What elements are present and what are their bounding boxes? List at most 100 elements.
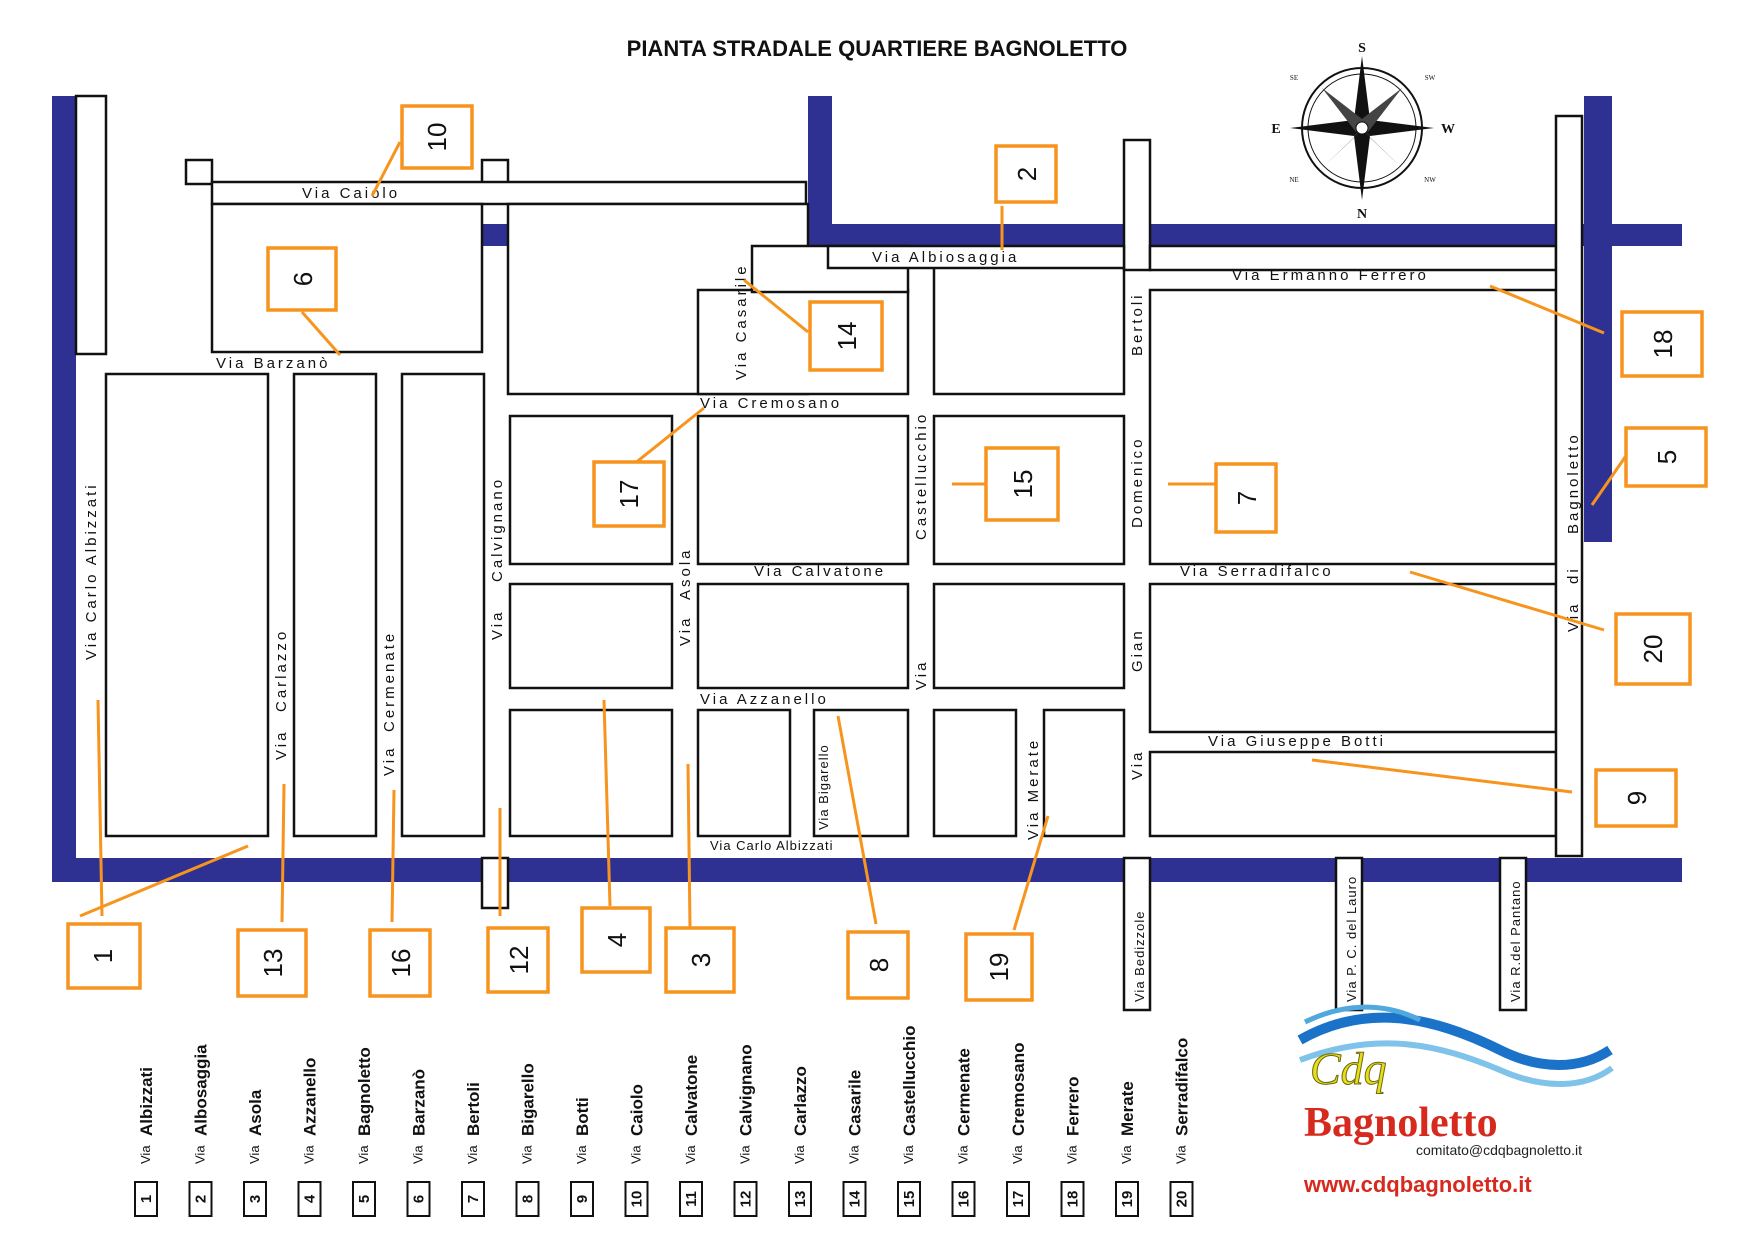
street-label-albizzati-v: Via Carlo Albizzati <box>83 482 100 660</box>
callout-box-16 <box>368 928 432 998</box>
street-label-bigarello: Via Bigarello <box>816 744 831 830</box>
legend-number: 14 <box>847 1190 864 1207</box>
callout-box-3 <box>664 926 736 994</box>
legend-number-box <box>679 1181 703 1217</box>
legend-number-box <box>733 1181 758 1217</box>
callout-numbers: 1 2 3 4 5 6 7 8 9 10 12 13 14 15 16 17 1… <box>88 123 1682 982</box>
block <box>696 582 910 690</box>
legend-street-name: Azzanello <box>301 1058 320 1136</box>
legend-via: Via <box>1065 1145 1080 1164</box>
compass-label-se: SE <box>1290 74 1298 82</box>
callout-box-9 <box>1594 768 1678 828</box>
legend-street-name: Carlazzo <box>791 1066 810 1136</box>
street-label-asola: Asola <box>677 547 694 600</box>
street-label-via-cermenate: Via <box>381 746 398 776</box>
compass-label-w: W <box>1441 122 1455 137</box>
legend-street-name: Albosaggia <box>192 1044 211 1136</box>
legend-street-name: Casarile <box>846 1070 865 1136</box>
legend-via: Via <box>956 1145 971 1164</box>
street-label-bertoli: Bertoli <box>1129 292 1146 356</box>
street-labels: Via Caiolo Via Albiosaggia Via Ermanno F… <box>83 185 1582 853</box>
street-label-calvatone: Via Calvatone <box>754 563 886 580</box>
callout-box-6 <box>266 246 338 312</box>
block <box>812 708 910 838</box>
legend-number: 12 <box>738 1191 755 1208</box>
legend-via: Via <box>847 1145 862 1164</box>
callout-box-5 <box>1624 426 1708 488</box>
street-legend: 1ViaAlbizzati2ViaAlbosaggia3ViaAsola4Via… <box>134 1025 1194 1217</box>
legend-street-name: Merate <box>1118 1081 1137 1136</box>
cdq-logo: Cdq Bagnoletto comitato@cdqbagnoletto.it… <box>1297 1004 1614 1197</box>
legend-via: Via <box>901 1145 916 1164</box>
street-label-castellucchio: Castellucchio <box>913 412 930 540</box>
callout-number: 20 <box>1638 635 1668 664</box>
street-label-domenico: Domenico <box>1129 436 1146 528</box>
callout-number: 18 <box>1648 330 1678 359</box>
legend-number-box <box>570 1181 594 1217</box>
legend-street-name: Botti <box>573 1097 592 1136</box>
logo-url: www.cdqbagnoletto.it <box>1303 1172 1532 1197</box>
logo-wave <box>1297 1012 1613 1070</box>
block <box>696 708 792 838</box>
callout-box-12 <box>486 926 550 994</box>
canal-mid-vertical <box>808 96 832 246</box>
legend-via: Via <box>465 1145 480 1164</box>
logo-wave <box>1298 1040 1614 1087</box>
street-label-pantano: Via R.del Pantano <box>1508 880 1523 1002</box>
legend-number-box <box>1169 1181 1194 1217</box>
block <box>1148 582 1558 734</box>
legend-number: 16 <box>956 1191 973 1208</box>
street-label-azzanello: Via Azzanello <box>700 691 829 708</box>
callout-box-13 <box>236 928 308 998</box>
block <box>104 372 270 838</box>
outlet-roads <box>480 856 1528 1012</box>
street-label-carlazzo: Carlazzo <box>273 629 290 712</box>
street-label-gian: Gian <box>1129 628 1146 672</box>
block <box>508 582 674 690</box>
callout-box-2 <box>994 144 1058 204</box>
canal-right <box>1584 96 1612 542</box>
street-label-bagnoletto: Bagnoletto <box>1565 432 1582 534</box>
callout-number: 14 <box>832 322 862 351</box>
callout-number: 13 <box>258 949 288 978</box>
callout-number: 6 <box>288 272 318 286</box>
legend-street-name: Albizzati <box>137 1067 156 1136</box>
legend-via: Via <box>520 1145 535 1164</box>
compass-label-ne: NE <box>1289 176 1298 184</box>
legend-number: 11 <box>683 1191 700 1207</box>
legend-number-box <box>897 1181 921 1217</box>
street-label-bedizzole: Via Bedizzole <box>1132 910 1147 1002</box>
legend-number: 6 <box>411 1195 428 1203</box>
compass-label-n: N <box>1357 207 1367 222</box>
map-title: PIANTA STRADALE QUARTIERE BAGNOLETTO <box>627 36 1128 61</box>
block <box>210 202 484 354</box>
legend-number-box <box>134 1181 158 1217</box>
legend-street-name: Caiolo <box>628 1084 647 1136</box>
callout-box-20 <box>1614 612 1692 686</box>
block <box>292 372 378 838</box>
block <box>1148 244 1558 272</box>
legend-number: 3 <box>247 1195 264 1203</box>
compass-label-nw: NW <box>1424 176 1436 184</box>
street-label-serradifalco: Via Serradifalco <box>1180 563 1334 580</box>
block <box>826 244 1126 270</box>
road-pantano <box>1498 856 1528 1012</box>
legend-number: 10 <box>629 1191 646 1208</box>
legend-number-box <box>1006 1181 1030 1217</box>
legend-street-name: Castellucchio <box>900 1025 919 1136</box>
callout-box-15 <box>984 446 1060 522</box>
street-label-albizzati-h: Via Carlo Albizzati <box>710 838 834 853</box>
callout-number: 9 <box>1622 791 1652 805</box>
block <box>1042 708 1126 838</box>
legend-via: Via <box>1119 1145 1134 1164</box>
logo-email: comitato@cdqbagnoletto.it <box>1416 1142 1582 1158</box>
legend-number: 20 <box>1174 1191 1191 1208</box>
callout-number: 10 <box>422 123 452 152</box>
